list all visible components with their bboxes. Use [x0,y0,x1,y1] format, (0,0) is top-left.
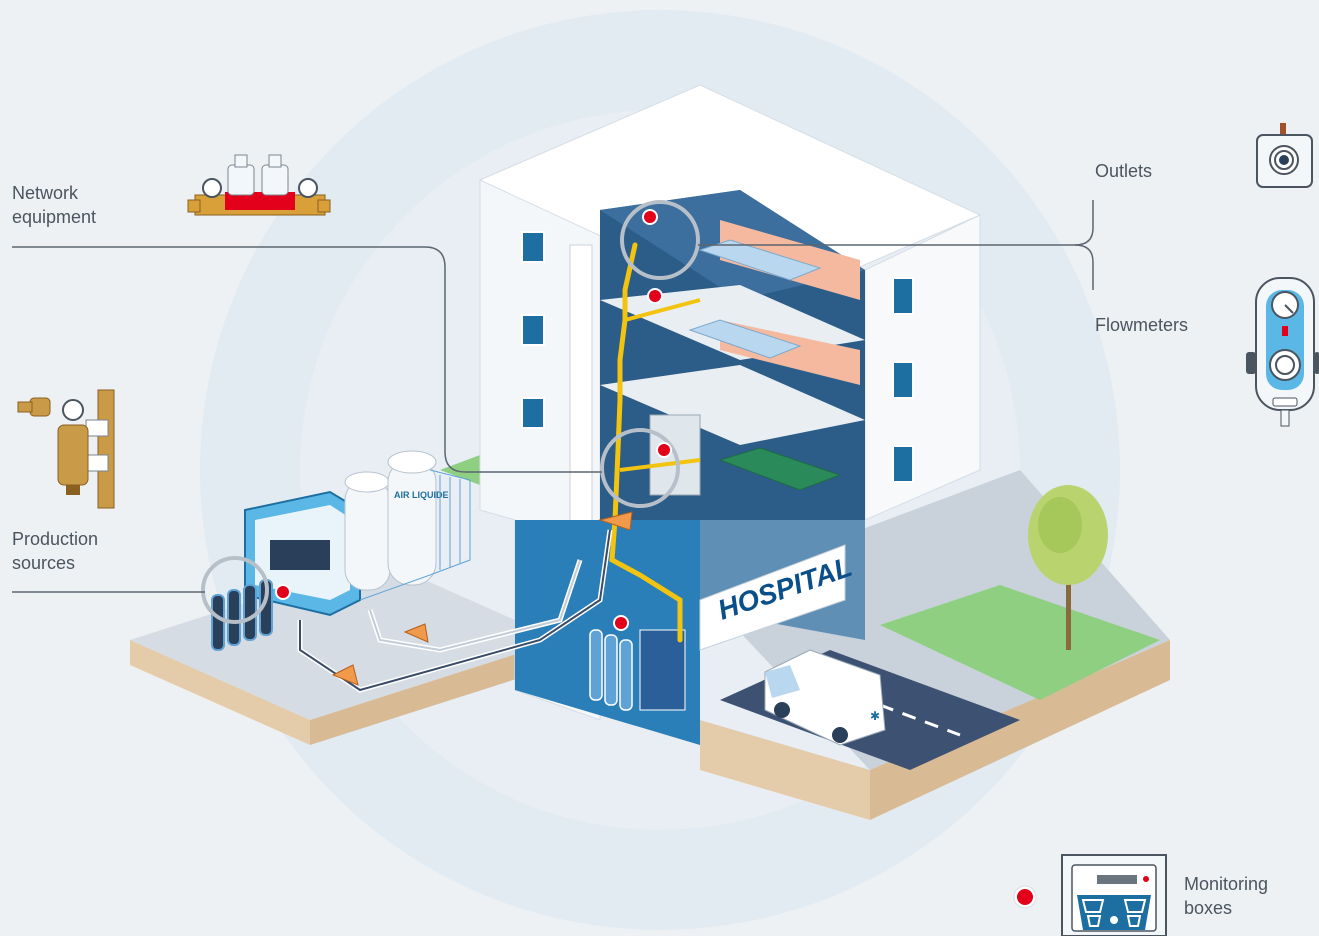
network-equipment-label: Network equipment [12,181,96,229]
network-magnifier [600,428,680,508]
gas-pipe-riser [609,242,683,643]
alarm-dot-icon [656,442,672,458]
monitoring-box-icon [1061,854,1167,936]
monitoring-boxes-label-line1: Monitoring [1184,874,1269,894]
grass-lawn [880,585,1160,700]
production-sources-label: Production sources [12,527,98,575]
network-equipment-label-line1: Network [12,183,79,203]
entrance-canopy [699,544,846,651]
monitoring-boxes-label-line2: boxes [1184,898,1233,918]
alarm-dot-icon [275,584,291,600]
svg-text:✱: ✱ [870,709,880,723]
production-sources-label-line2: sources [12,553,76,573]
alarm-dot-icon [613,615,629,631]
network-equipment-leader [12,246,602,473]
production-sources-label-line1: Production [12,529,99,549]
network-equipment-label-line2: equipment [12,207,97,227]
flowmeters-leader [1074,244,1094,290]
tank-brand-label: AIR LIQUIDE [394,490,449,500]
outlets-magnifier [620,200,700,280]
monitoring-boxes-label: Monitoring boxes [1184,872,1268,920]
alarm-dot-icon [647,288,663,304]
left-ground-soil [130,640,310,745]
production-magnifier [201,556,269,624]
right-ground-soil [870,640,1170,820]
alarm-dot-icon [1013,885,1037,909]
outlets-label: Outlets [1095,161,1153,181]
alarm-dot-icon [642,209,658,225]
flowmeters-label: Flowmeters [1095,315,1189,335]
left-ground-top [130,560,560,720]
